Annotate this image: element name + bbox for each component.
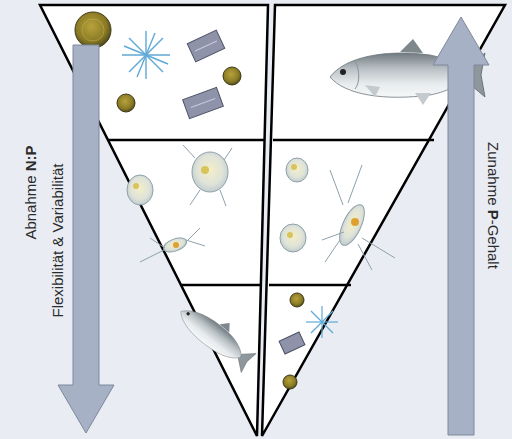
illustration-part <box>192 152 228 192</box>
left-pyramid <box>40 5 268 436</box>
axis-label: Flexibilität & Variabilität <box>51 163 66 317</box>
illustration-part <box>75 12 111 48</box>
illustration-part <box>133 183 139 189</box>
illustration-part <box>262 5 505 436</box>
illustration-part <box>290 293 304 307</box>
illustration-part <box>108 139 265 142</box>
illustration-part <box>140 228 205 262</box>
illustration-part <box>82 19 104 41</box>
illustration-part <box>283 375 297 389</box>
fish <box>174 295 261 373</box>
illustration-part <box>137 33 155 77</box>
text-part: Zunahme <box>484 142 501 210</box>
illustration-part <box>400 39 423 53</box>
text-part: & <box>50 232 67 246</box>
illustration-part <box>201 166 209 174</box>
bold-part: N:P <box>22 145 39 171</box>
text-part: Abnahme <box>22 171 39 239</box>
illustration-part <box>306 306 338 338</box>
illustration-part <box>219 319 234 333</box>
bold-part: P <box>484 209 501 219</box>
illustration-part <box>173 242 179 248</box>
axis-label: Abnahme N:P <box>23 145 38 239</box>
illustration-part <box>183 145 232 206</box>
illustration-part <box>335 201 370 248</box>
illustration-part <box>223 67 241 85</box>
illustration-part <box>183 87 224 118</box>
zooplankton <box>127 145 232 262</box>
illustration-part <box>186 311 191 316</box>
text-part: Variabilität <box>50 163 67 232</box>
phytoplankton <box>279 293 338 389</box>
illustration-part <box>280 224 306 252</box>
illustration-part <box>322 165 395 270</box>
right-pyramid <box>262 5 505 436</box>
illustration-part <box>287 232 293 238</box>
zooplankton <box>280 158 395 270</box>
illustration-part <box>415 93 431 105</box>
illustration-part <box>195 41 217 51</box>
illustration-part <box>273 139 434 142</box>
illustration-part <box>291 164 297 170</box>
text-part: -Gehalt <box>484 219 501 268</box>
illustration-part <box>351 218 359 226</box>
illustration-part <box>174 301 248 367</box>
text-part: Flexibilität <box>50 246 67 317</box>
illustration-part <box>117 94 135 112</box>
axis-label: Zunahme P-Gehalt <box>485 142 500 269</box>
up-arrow <box>433 17 489 435</box>
illustration-part <box>127 175 153 205</box>
illustration-part <box>340 69 346 75</box>
illustration-part <box>286 158 308 182</box>
illustration-part <box>162 235 189 254</box>
illustration-part <box>269 284 351 287</box>
illustration-part <box>321 306 322 338</box>
illustration-part <box>187 30 224 62</box>
illustration-part <box>122 31 170 79</box>
illustration-part <box>365 85 380 97</box>
phytoplankton <box>75 12 241 119</box>
illustration-part <box>279 332 305 354</box>
illustration-part <box>181 284 261 287</box>
illustration-part <box>40 5 268 436</box>
illustration-part <box>355 61 359 89</box>
illustration-part <box>191 99 215 108</box>
